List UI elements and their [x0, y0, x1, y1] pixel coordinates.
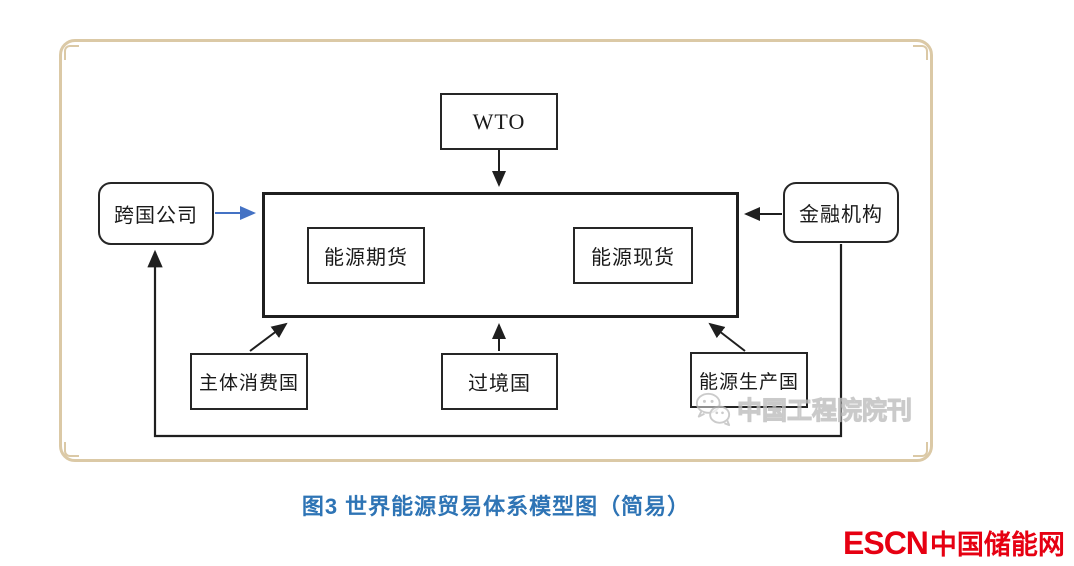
diagram-frame [59, 39, 933, 462]
node-consumer-label: 主体消费国 [198, 373, 299, 394]
arrow-financial-to-multinational-feedback [147, 244, 843, 438]
node-energy-futures: 能源期货 [307, 227, 425, 284]
node-producer-label: 能源生产国 [698, 371, 799, 393]
node-futures-label: 能源期货 [324, 247, 408, 269]
corner-bracket-top-right [913, 45, 928, 60]
node-multinational-label: 跨国公司 [114, 205, 198, 227]
node-energy-producer-country: 能源生产国 [690, 352, 808, 408]
node-multinational-company: 跨国公司 [98, 182, 214, 245]
node-spot-label: 能源现货 [591, 247, 675, 269]
node-wto: WTO [440, 93, 558, 150]
node-main-consumer-country: 主体消费国 [190, 353, 308, 410]
escn-logo-chinese: 中国储能网 [929, 530, 1065, 560]
escn-logo-latin: ESCN [843, 525, 929, 561]
node-transit-country: 过境国 [441, 353, 558, 410]
node-financial-institution: 金融机构 [783, 182, 899, 243]
node-wto-label: WTO [472, 108, 526, 134]
arrow-consumer-to-market [249, 322, 288, 352]
node-transit-label: 过境国 [468, 373, 531, 395]
node-financial-label: 金融机构 [799, 204, 883, 226]
node-energy-spot: 能源现货 [573, 227, 693, 284]
corner-bracket-bottom-left [64, 442, 79, 457]
figure-caption: 图3 世界能源贸易体系模型图（简易） [301, 494, 691, 519]
corner-bracket-bottom-right [913, 442, 928, 457]
arrow-producer-to-market [708, 322, 746, 352]
escn-logo: ESCN 中国储能网 [843, 523, 1065, 562]
corner-bracket-top-left [64, 45, 79, 60]
